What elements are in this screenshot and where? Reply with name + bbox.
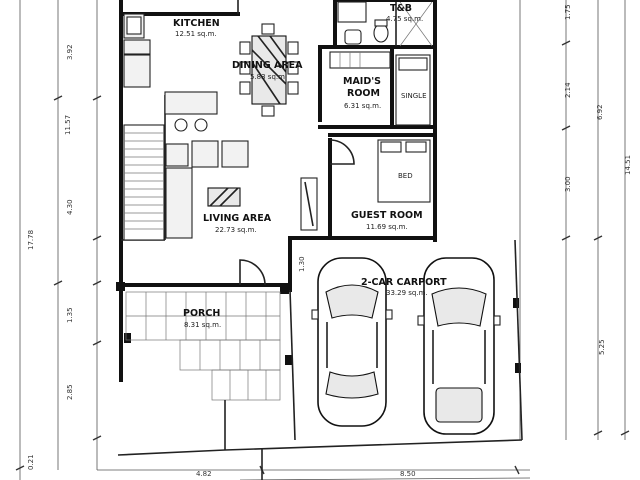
guest-name: GUEST ROOM xyxy=(351,210,423,221)
kitchen-area: 12.51 sq.m. xyxy=(175,30,217,38)
maids-room-furniture: SINGLE xyxy=(329,51,431,126)
dim-left-d: 2.85 xyxy=(66,384,74,400)
dim-left-mid: 11.57 xyxy=(64,115,72,135)
dim-bottom-b: 8.50 xyxy=(400,470,416,478)
dim-bottom-a: 4.82 xyxy=(196,470,212,478)
kitchen-name: KITCHEN xyxy=(173,18,220,29)
carport-area: 33.29 sq.m. xyxy=(386,289,428,297)
tb-fixtures xyxy=(337,1,433,47)
dim-center-130: 1.30 xyxy=(298,256,306,272)
carport-name: 2-CAR CARPORT xyxy=(361,277,447,288)
carport-boundary xyxy=(117,239,523,480)
columns xyxy=(116,282,521,373)
maids-name-line2: ROOM xyxy=(347,88,380,99)
guest-bed-label: BED xyxy=(398,172,413,180)
dim-right-f: 5.25 xyxy=(598,339,606,355)
dim-right-d: 3.00 xyxy=(564,176,572,192)
maids-name-line1: MAID'S xyxy=(343,76,381,87)
dim-right-b: 2.14 xyxy=(564,82,572,98)
dim-left-c: 1.35 xyxy=(66,307,74,323)
dim-left-b: 4.30 xyxy=(66,199,74,215)
single-bed-label: SINGLE xyxy=(401,92,427,100)
kitchen-fixtures xyxy=(123,13,218,115)
tb-area: 4.75 sq.m. xyxy=(386,15,423,23)
walls xyxy=(119,0,437,382)
tb-name: T&B xyxy=(390,3,412,14)
living-furniture xyxy=(165,140,266,286)
stairs xyxy=(123,124,165,241)
dim-right-a: 1.75 xyxy=(564,4,572,20)
maids-area: 6.31 sq.m. xyxy=(344,102,381,110)
dining-area: 5.83 sq.m. xyxy=(250,73,287,81)
dining-set xyxy=(239,23,299,117)
porch-tiles xyxy=(125,291,281,401)
car-sedan xyxy=(311,257,393,427)
porch-area: 8.31 sq.m. xyxy=(184,321,221,329)
bar-stools xyxy=(174,118,208,132)
guest-room-furniture: BED xyxy=(300,139,431,231)
living-area: 22.73 sq.m. xyxy=(215,226,257,234)
dim-right-e: 14.51 xyxy=(624,155,632,175)
dim-right-c: 6.92 xyxy=(596,104,604,120)
dim-left-outer: 17.78 xyxy=(27,230,35,250)
living-name: LIVING AREA xyxy=(203,213,272,224)
porch-name: PORCH xyxy=(183,308,220,319)
dim-left-e: 0.21 xyxy=(27,454,35,470)
dining-name: DINING AREA xyxy=(232,60,303,71)
car-suv xyxy=(417,257,501,435)
dimension-lines xyxy=(15,0,630,480)
room-labels: KITCHEN 12.51 sq.m. DINING AREA 5.83 sq.… xyxy=(173,3,447,329)
dim-left-a: 3.92 xyxy=(66,44,74,60)
guest-area: 11.69 sq.m. xyxy=(366,223,408,231)
